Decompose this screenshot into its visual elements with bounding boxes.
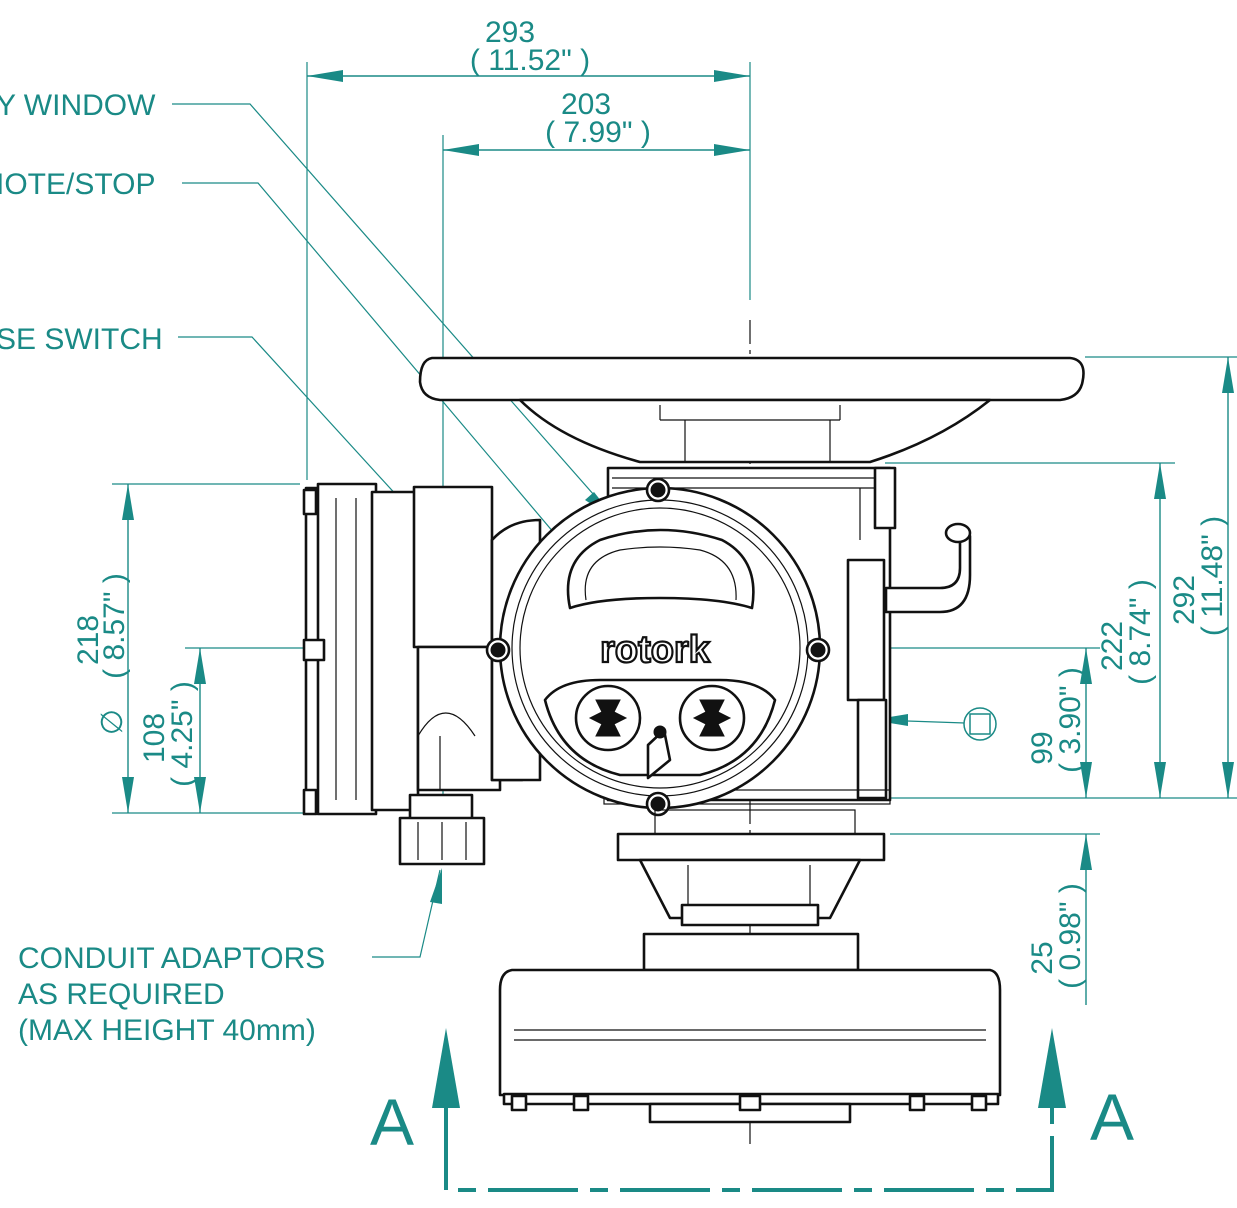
dim-108-in: ( 4.25" ) (166, 681, 199, 787)
brand-logo: rotork (600, 629, 711, 671)
section-indicator (432, 1028, 1066, 1192)
dim-203-mm: 203 (561, 88, 611, 121)
label-open-close-switch: SE SWITCH (0, 323, 163, 356)
dim-293-mm: 293 (485, 16, 535, 49)
dim-99-in: ( 3.90" ) (1054, 667, 1087, 773)
dim-218-in: ( 8.57" ) (98, 573, 131, 679)
section-label-left: A (370, 1085, 414, 1159)
label-indicator-window: Y WINDOW (0, 89, 156, 122)
label-conduit-3: (MAX HEIGHT 40mm) (18, 1014, 316, 1047)
dim-292-mm: 292 (1168, 575, 1201, 625)
diameter-symbol: ∅ (96, 709, 129, 735)
label-local-remote-stop: IOTE/STOP (0, 168, 155, 201)
dim-222-mm: 222 (1096, 621, 1129, 671)
label-conduit-1: CONDUIT ADAPTORS (18, 942, 325, 975)
handwheel (418, 356, 1085, 464)
control-cover: rotork (485, 477, 831, 817)
dim-99-mm: 99 (1026, 731, 1059, 764)
section-arrow-right (1038, 1028, 1066, 1108)
section-label-right: A (1090, 1080, 1134, 1154)
section-arrow-left (432, 1028, 460, 1108)
dim-292-in: ( 11.48" ) (1196, 516, 1229, 636)
dim-25-in: ( 0.98" ) (1054, 883, 1087, 989)
base-flange (498, 809, 1002, 1124)
dim-293-in: ( 11.52" ) (470, 44, 590, 77)
dim-25-mm: 25 (1026, 941, 1059, 974)
dim-203-in: ( 7.99" ) (545, 116, 651, 149)
label-conduit-2: AS REQUIRED (18, 978, 225, 1011)
dim-218-mm: 218 (72, 615, 105, 665)
square-in-circle-icon (963, 707, 997, 741)
declutch-lever (884, 522, 972, 614)
actuator-body: rotork (302, 320, 1085, 1145)
dim-108-mm: 108 (138, 713, 171, 763)
dim-222-in: ( 8.74" ) (1124, 579, 1157, 685)
